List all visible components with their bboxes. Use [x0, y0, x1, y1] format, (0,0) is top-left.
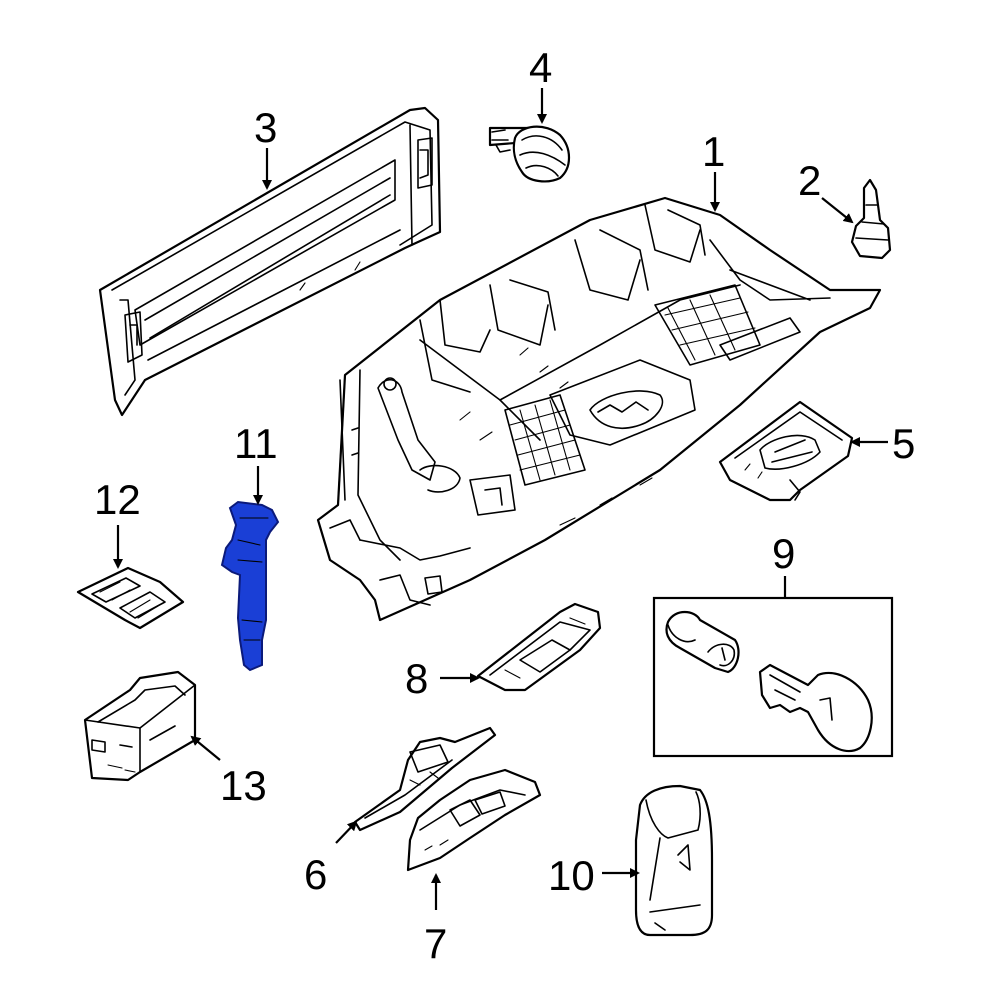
lock-cylinder-icon — [665, 610, 740, 674]
part-1-glove-box[interactable] — [316, 196, 882, 622]
part-5-latch[interactable] — [718, 400, 854, 502]
part-9-lock-set[interactable] — [652, 596, 894, 758]
callout-12: 12 — [94, 476, 141, 523]
callout-6: 6 — [304, 851, 327, 898]
callout-1: 1 — [702, 128, 725, 175]
part-8-trim[interactable] — [476, 602, 602, 692]
callout-5: 5 — [892, 420, 915, 467]
key-icon — [758, 663, 873, 753]
part-12-bracket[interactable] — [76, 566, 185, 630]
callout-labels: 1 2 3 4 5 6 7 8 9 10 11 12 13 — [94, 44, 915, 967]
part-13-module[interactable] — [83, 670, 197, 782]
part-6-rail[interactable] — [353, 726, 497, 832]
part-10-key-fob[interactable] — [634, 784, 714, 937]
leader-lines — [113, 88, 888, 910]
callout-4: 4 — [529, 44, 552, 91]
callout-7: 7 — [424, 920, 447, 967]
callout-9: 9 — [772, 530, 795, 577]
callout-13: 13 — [220, 762, 267, 809]
callout-10: 10 — [548, 852, 595, 899]
part-11-highlighted[interactable] — [220, 500, 280, 672]
part-3-panel[interactable] — [98, 106, 442, 417]
callout-11: 11 — [234, 420, 278, 467]
part-4-knob[interactable] — [488, 125, 571, 183]
callout-8: 8 — [405, 655, 428, 702]
callout-2: 2 — [798, 157, 821, 204]
part-7-rail[interactable] — [406, 768, 542, 872]
callout-3: 3 — [254, 104, 277, 151]
part-2-bumper[interactable] — [850, 178, 892, 260]
